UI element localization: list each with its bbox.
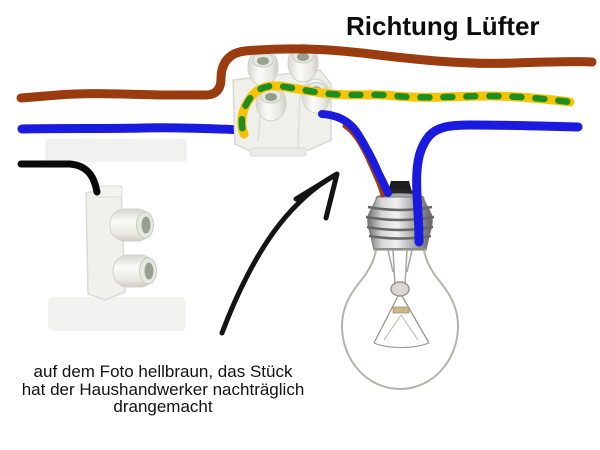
annotation-arrow: [219, 171, 340, 336]
spare-wire-black: [17, 160, 101, 196]
photo-background-patch: [45, 139, 187, 162]
bulb-contact-tip: [388, 181, 412, 192]
terminal-screw-hole: [257, 57, 269, 65]
annotation-note-line: auf dem Foto hellbraun, das Stück: [33, 362, 293, 381]
photo-background-patch: [48, 297, 186, 331]
ground-wire-green-dots: [238, 82, 574, 138]
bulb-stem-flare: [392, 306, 410, 314]
neutral-wire-blue-left: [17, 123, 253, 135]
main-terminal-foot: [249, 147, 307, 157]
bulb-stem-wires: [387, 249, 413, 286]
neutral-wire-blue-to-bulb: [318, 110, 392, 197]
spare-terminal-screw-hole: [144, 262, 154, 280]
terminal-screw-hole: [297, 53, 309, 61]
live-wire-brown-main: [16, 44, 597, 103]
arrow-head: [293, 171, 340, 221]
bulb-stem-node: [390, 281, 410, 297]
arrow-shaft: [219, 172, 338, 336]
spare-terminal-block: [85, 185, 157, 301]
spare-terminal-screw-hole: [141, 216, 151, 234]
annotation-note-line: drangemacht: [113, 397, 213, 416]
diagram-title: Richtung Lüfter: [346, 11, 540, 41]
bulb-support-wires: [373, 295, 430, 344]
neutral-wire-blue-right: [412, 120, 583, 247]
bulb-filament: [373, 342, 430, 349]
bulb-screw-threads: [365, 205, 435, 240]
terminal-screw-hole: [265, 93, 277, 101]
annotation-note: auf dem Foto hellbraun, das Stück hat de…: [2, 363, 324, 416]
bulb-glass-outline: [340, 249, 460, 391]
bulb-inner-supports: [383, 314, 419, 341]
light-bulb: [340, 181, 460, 391]
annotation-note-line: hat der Haushandwerker nachträglich: [21, 379, 305, 399]
